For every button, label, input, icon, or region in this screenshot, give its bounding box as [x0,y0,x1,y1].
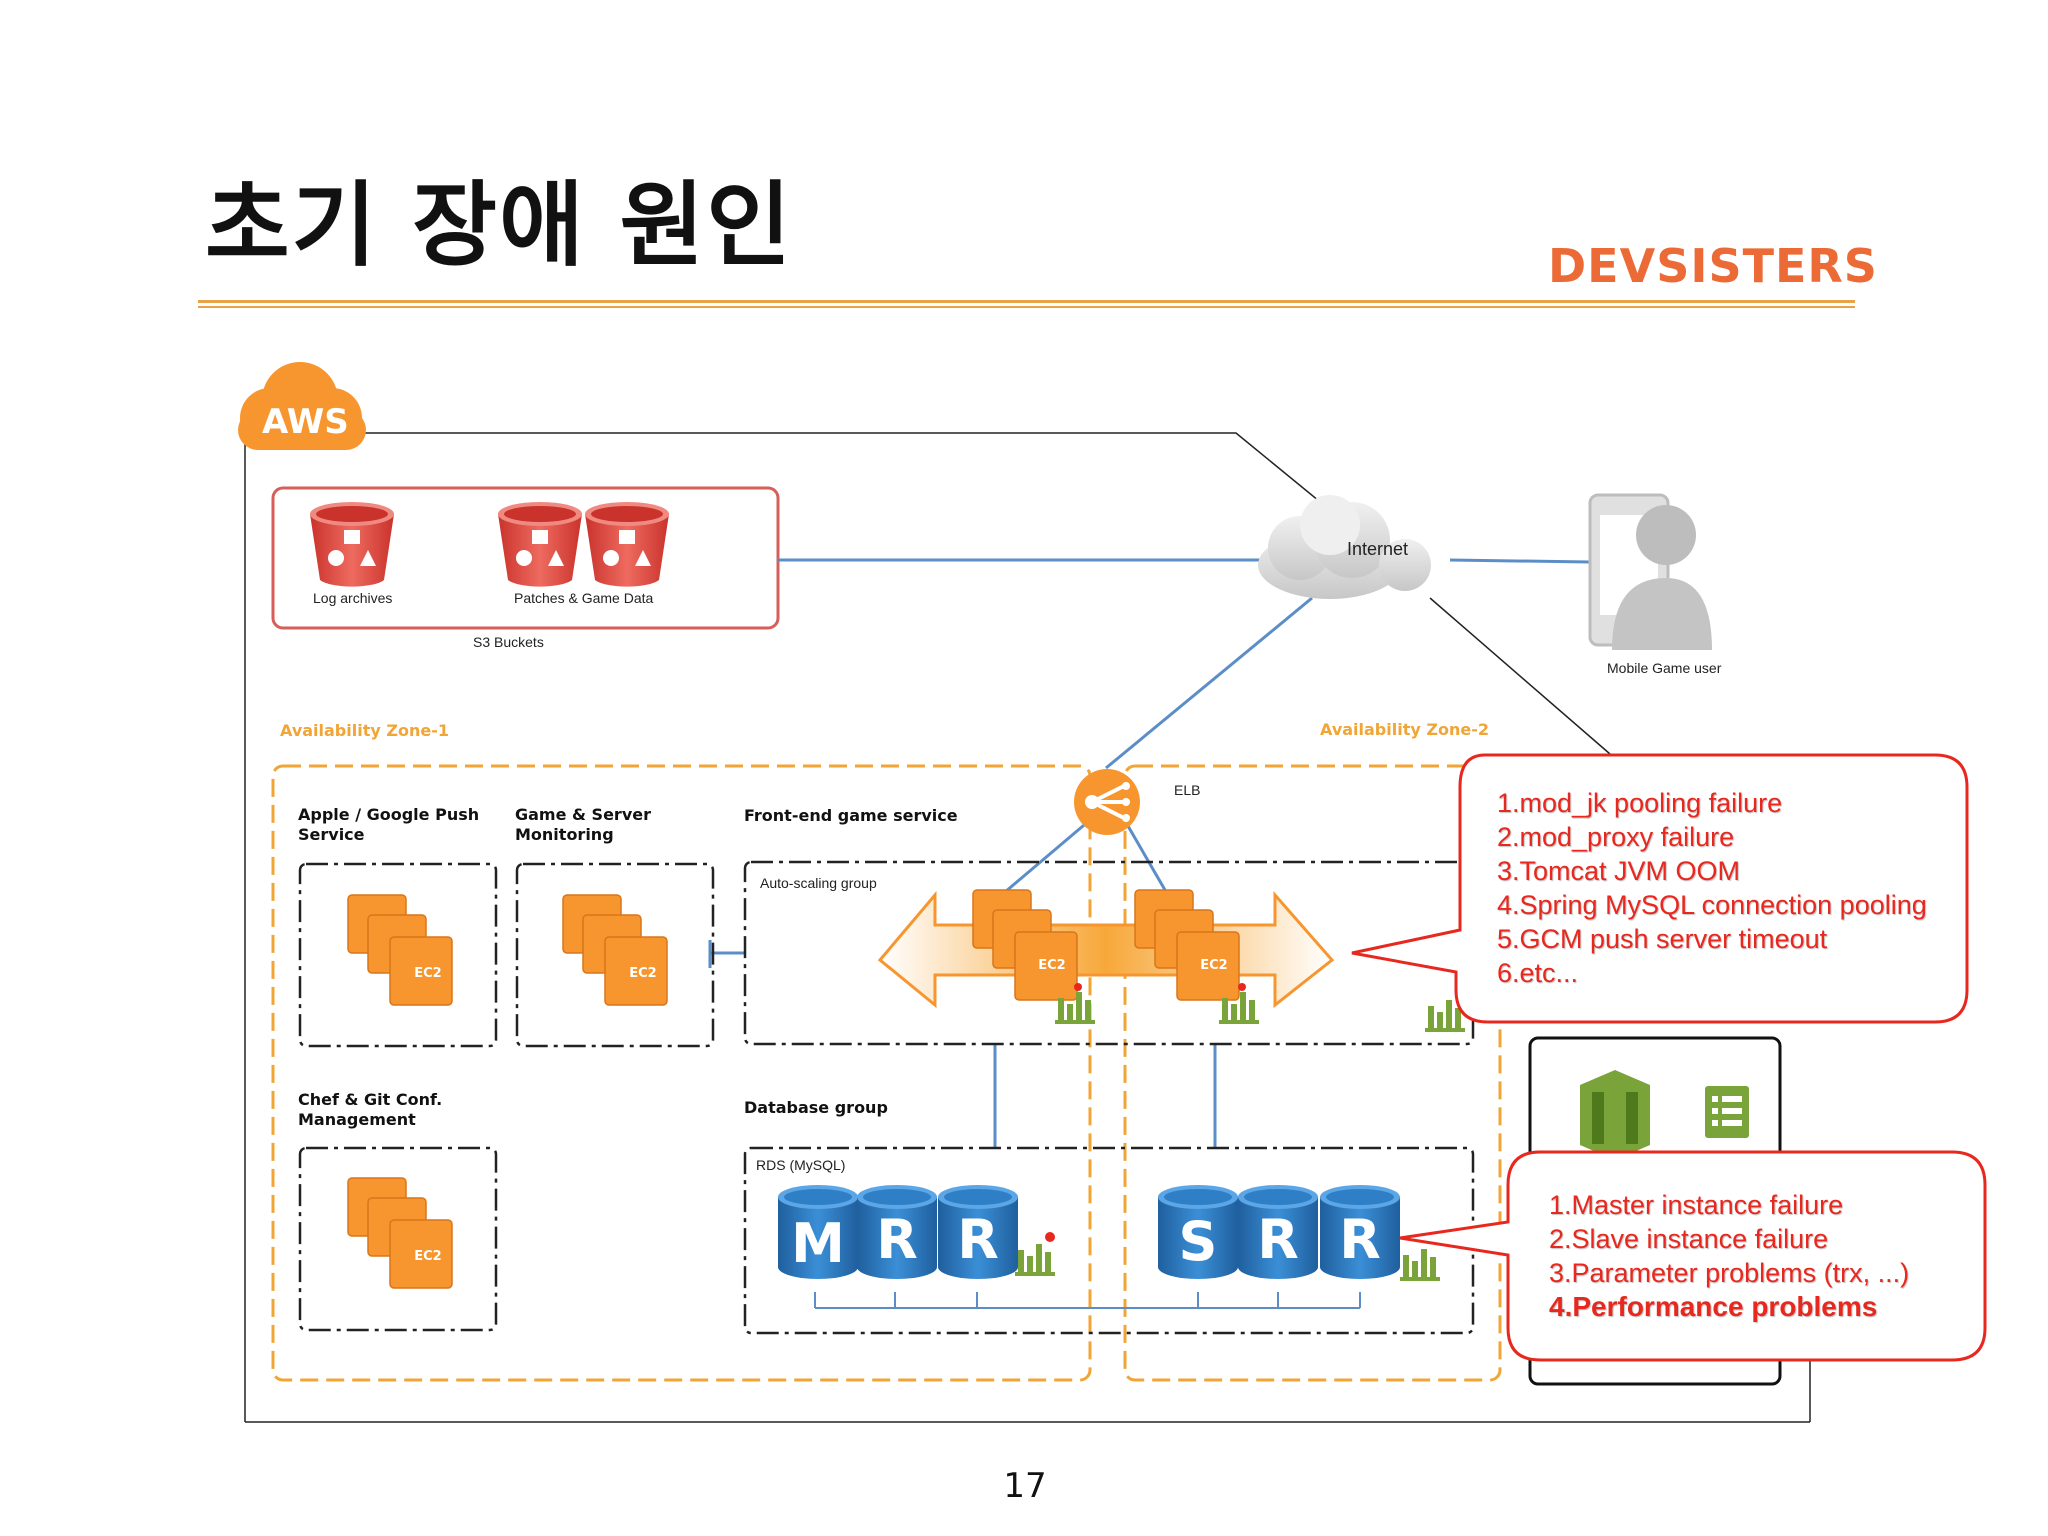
internet-label: Internet [1347,539,1409,559]
cloudwatch-icon [1015,1244,1055,1276]
db-replica-letter: R [876,1208,918,1271]
autoscaling-label: Auto-scaling group [760,875,877,891]
svg-text:EC2: EC2 [1200,958,1227,973]
db-master-letter: M [791,1212,845,1275]
db-replica-letter: R [1339,1208,1381,1271]
db-replica-letter: R [1257,1208,1299,1271]
ec2-icon: EC2 [1134,889,1240,1001]
availability-zone-2-box [1123,764,1502,1382]
title-divider [198,300,1855,303]
autoscaling-arrow [877,890,1335,1009]
s3-buckets-label: S3 Buckets [473,634,544,650]
push-service-group [298,862,498,1048]
s3-bucket-icon [585,502,669,587]
frontend-label: Front-end game service [744,806,958,825]
callout-app-list: 1.mod_jk pooling failure 2.mod_proxy fai… [1497,786,1927,990]
aws-cloud-icon [238,362,366,450]
db-standby-letter: S [1179,1210,1218,1273]
svg-text:EC2: EC2 [414,1249,441,1264]
availability-zone-1-box [271,764,1092,1382]
ec2-icon: EC2 [562,894,668,1006]
callout-db-emphasis: 4.Performance problems [1549,1291,1878,1322]
callout-app-item: 6.etc... [1497,958,1579,988]
mobile-user-icon [1588,493,1712,650]
chef-label: Chef & Git Conf. Management [298,1090,443,1129]
mobile-user-label: Mobile Game user [1607,660,1722,676]
patches-label: Patches & Game Data [514,590,654,606]
callout-db-item: 1.Master instance failure [1549,1190,1844,1220]
rds-db-icon: R [857,1185,937,1279]
elb-icon [1074,769,1140,835]
ec2-icon: EC2 [347,1177,453,1289]
svg-text:EC2: EC2 [414,966,441,981]
callout-db-item: 3.Parameter problems (trx, ...) [1549,1258,1910,1288]
callout-app-item: 1.mod_jk pooling failure [1497,788,1783,818]
cloudwatch-icon [1400,1249,1440,1281]
monitoring-label: Game & Server Monitoring [515,805,651,844]
callout-db-list: 1.Master instance failure 2.Slave instan… [1549,1188,1909,1324]
rds-db-icon: S [1158,1185,1238,1279]
log-archives-label: Log archives [313,590,393,606]
replication-link [814,1292,1361,1309]
title-divider-secondary [198,306,1855,308]
s3-bucket-icon [310,502,394,587]
callout-db-bubble [1399,1150,1987,1362]
aws-frame-top [245,432,1331,511]
opsworks-icon [1580,1070,1650,1160]
internet-cloud-icon [1258,495,1431,599]
rds-label: RDS (MySQL) [756,1157,846,1173]
database-group-label: Database group [744,1098,888,1117]
callout-app-item: 4.Spring MySQL connection pooling [1497,890,1927,920]
page-number: 17 [1003,1466,1047,1506]
zone-2-label: Availability Zone-2 [1320,720,1489,739]
checklist-icon [1705,1086,1749,1138]
ec2-icon: EC2 [347,894,453,1006]
ec2-icon: EC2 [972,889,1078,1001]
push-service-label: Apple / Google Push Service [298,805,480,844]
rds-db-icon: R [1320,1185,1400,1279]
callout-app-item: 2.mod_proxy failure [1497,822,1735,852]
monitoring-group [515,862,715,1048]
page-title: 초기 장애 원인 [205,172,793,279]
s3-bucket-icon [498,502,582,587]
svg-text:EC2: EC2 [629,966,656,981]
rds-db-icon: R [938,1185,1018,1279]
db-replica-letter: R [957,1208,999,1271]
elb-label: ELB [1174,782,1201,798]
rds-db-icon: R [1238,1185,1318,1279]
zone-1-label: Availability Zone-1 [280,721,449,740]
rds-db-icon: M [778,1185,858,1279]
chef-group [298,1146,498,1332]
callout-app-item: 3.Tomcat JVM OOM [1497,856,1741,886]
s3-buckets-box [271,486,780,630]
aws-badge-label: AWS [262,402,349,442]
callout-app-bubble [1351,753,1969,1024]
callout-app-item: 5.GCM push server timeout [1497,924,1828,954]
brand-logo: DEVSISTERS [1548,239,1878,293]
callout-db-item: 2.Slave instance failure [1549,1224,1829,1254]
svg-text:EC2: EC2 [1038,958,1065,973]
